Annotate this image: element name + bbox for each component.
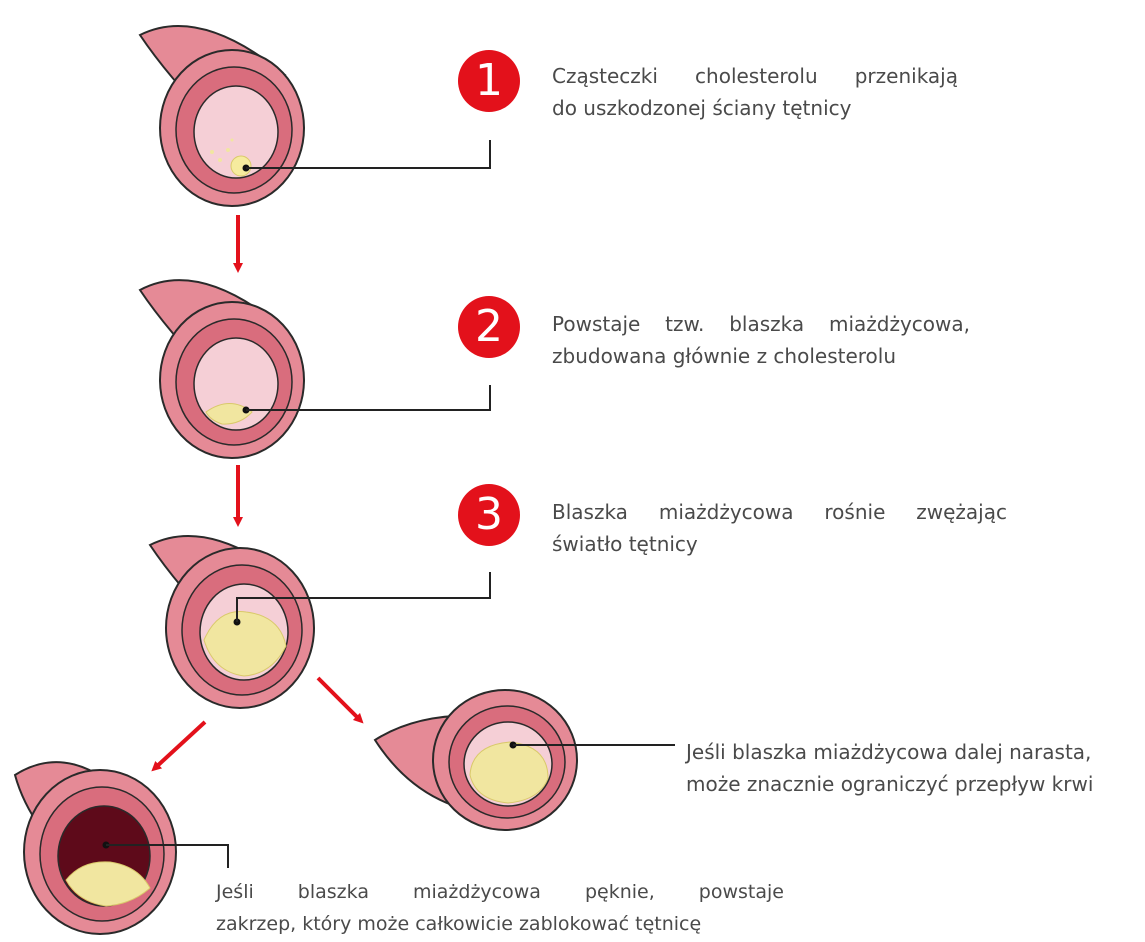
artery-stage-3 — [150, 536, 314, 708]
step-badge-3: 3 — [458, 484, 520, 546]
step-badge-1: 1 — [458, 50, 520, 112]
narrowing-caption-line-1: Jeśli blaszka miażdżycowa dalej narasta, — [686, 736, 1138, 768]
step-3-caption-line-1: Blaszka miażdżycowa rośnie zwężając — [552, 496, 1007, 528]
artery-narrowing — [375, 690, 577, 830]
step-1-caption-line-2: do uszkodzonej ściany tętnicy — [552, 92, 958, 124]
arrow-to-narrowing — [318, 678, 360, 720]
step-2-caption: Powstaje tzw. blaszka miażdżycowa, zbudo… — [552, 308, 970, 372]
step-1-caption-line-1: Cząsteczki cholesterolu przenikają — [552, 60, 958, 92]
narrowing-caption: Jeśli blaszka miażdżycowa dalej narasta,… — [686, 736, 1138, 800]
artery-stage-2 — [140, 280, 304, 458]
step-2-caption-line-2: zbudowana głównie z cholesterolu — [552, 340, 970, 372]
narrowing-caption-line-2: może znacznie ograniczyć przepływ krwi — [686, 768, 1138, 800]
artery-stage-1 — [140, 26, 304, 206]
rupture-caption: Jeśli blaszka miażdżycowa pęknie, powsta… — [216, 876, 784, 940]
step-badge-2: 2 — [458, 296, 520, 358]
step-3-caption: Blaszka miażdżycowa rośnie zwężając świa… — [552, 496, 1007, 560]
artery-rupture — [15, 762, 176, 934]
rupture-caption-line-2: zakrzep, który może całkowicie zablokowa… — [216, 908, 784, 940]
arrow-to-rupture — [155, 722, 205, 768]
step-3-caption-line-2: światło tętnicy — [552, 528, 1007, 560]
rupture-caption-line-1: Jeśli blaszka miażdżycowa pęknie, powsta… — [216, 876, 784, 908]
step-1-caption: Cząsteczki cholesterolu przenikają do us… — [552, 60, 958, 124]
step-2-caption-line-1: Powstaje tzw. blaszka miażdżycowa, — [552, 308, 970, 340]
